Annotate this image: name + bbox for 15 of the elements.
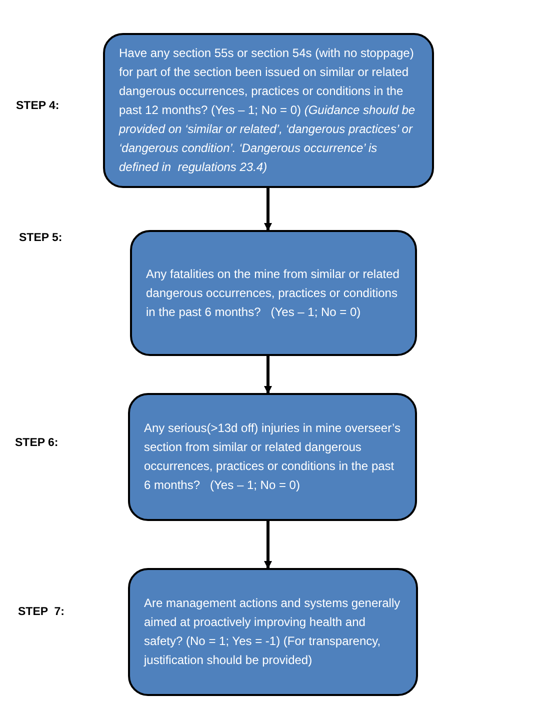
step-label: STEP 6: <box>15 437 58 449</box>
step-label: STEP 4: <box>16 100 60 112</box>
question-text: Have any section 55s or section 54s (with no stoppage) for part of the section been issued on similar or related dangerous occurrences, practices or conditions in the past 12 months? (Yes – 1; No = 0) (Guidance should be provided on ‘similar or related’, ‘dangerous practices’ or ‘dangerous condition’. ‘Dangerous occurrence’ is defined in regulations 23.4) <box>118 45 416 176</box>
process-box <box>130 230 417 356</box>
step-label: STEP 5: <box>19 232 62 244</box>
question-text: Any fatalities on the mine from similar or related dangerous occurrences, practices or conditions in the past 6 months? (Yes – 1; No = 0) <box>145 266 400 320</box>
process-box <box>128 568 418 696</box>
process-box <box>103 33 434 188</box>
question-text: Are management actions and systems generally aimed at proactively improving health and safety? (No = 1; Yes = -1) (For transparency, justification should be provided) <box>142 595 402 669</box>
step-label: STEP 7: <box>18 606 64 618</box>
question-text: Any serious(>13d off) injuries in mine overseer’s section from similar or related dangerous occurrences, practices or conditions in the past 6 months? (Yes – 1; No = 0) <box>143 420 402 494</box>
arrow <box>264 356 272 394</box>
arrow <box>264 188 272 231</box>
process-box <box>128 393 417 521</box>
arrow <box>264 521 272 569</box>
